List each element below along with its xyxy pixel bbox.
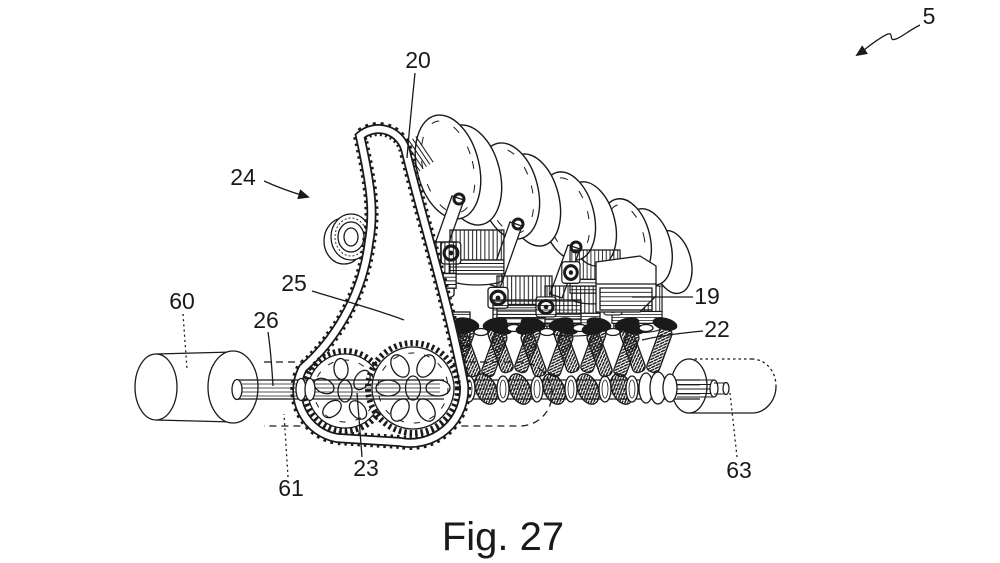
leader-61	[283, 413, 289, 478]
ref-label-23: 23	[353, 455, 379, 481]
ref-label-19: 19	[694, 283, 720, 309]
leader-24	[263, 180, 310, 200]
splined-shaft	[231, 377, 444, 402]
leader-20	[406, 72, 416, 159]
ref-label-20: 20	[405, 47, 431, 73]
leader-60	[182, 313, 188, 370]
ref-label-25: 25	[281, 270, 307, 296]
ref-label-63: 63	[726, 457, 752, 483]
ref-label-5: 5	[923, 3, 936, 29]
ref-label-61: 61	[278, 475, 304, 501]
leader-5	[855, 24, 921, 57]
reference-numerals: 5 20 24 25 26 60 61 23 19 22 63	[169, 3, 935, 501]
camshaft-end-stub	[677, 379, 730, 398]
leader-25	[311, 290, 405, 321]
leader-26	[267, 331, 274, 387]
ref-label-60: 60	[169, 288, 195, 314]
leader-22	[641, 330, 704, 341]
reference-leaders	[182, 24, 921, 478]
leader-63	[729, 392, 738, 458]
ref-label-22: 22	[704, 316, 730, 342]
ref-label-24: 24	[230, 164, 256, 190]
ref-label-26: 26	[253, 307, 279, 333]
bearing-bracket	[595, 255, 657, 313]
leader-23	[356, 392, 363, 458]
figure-caption: Fig. 27	[442, 515, 564, 559]
